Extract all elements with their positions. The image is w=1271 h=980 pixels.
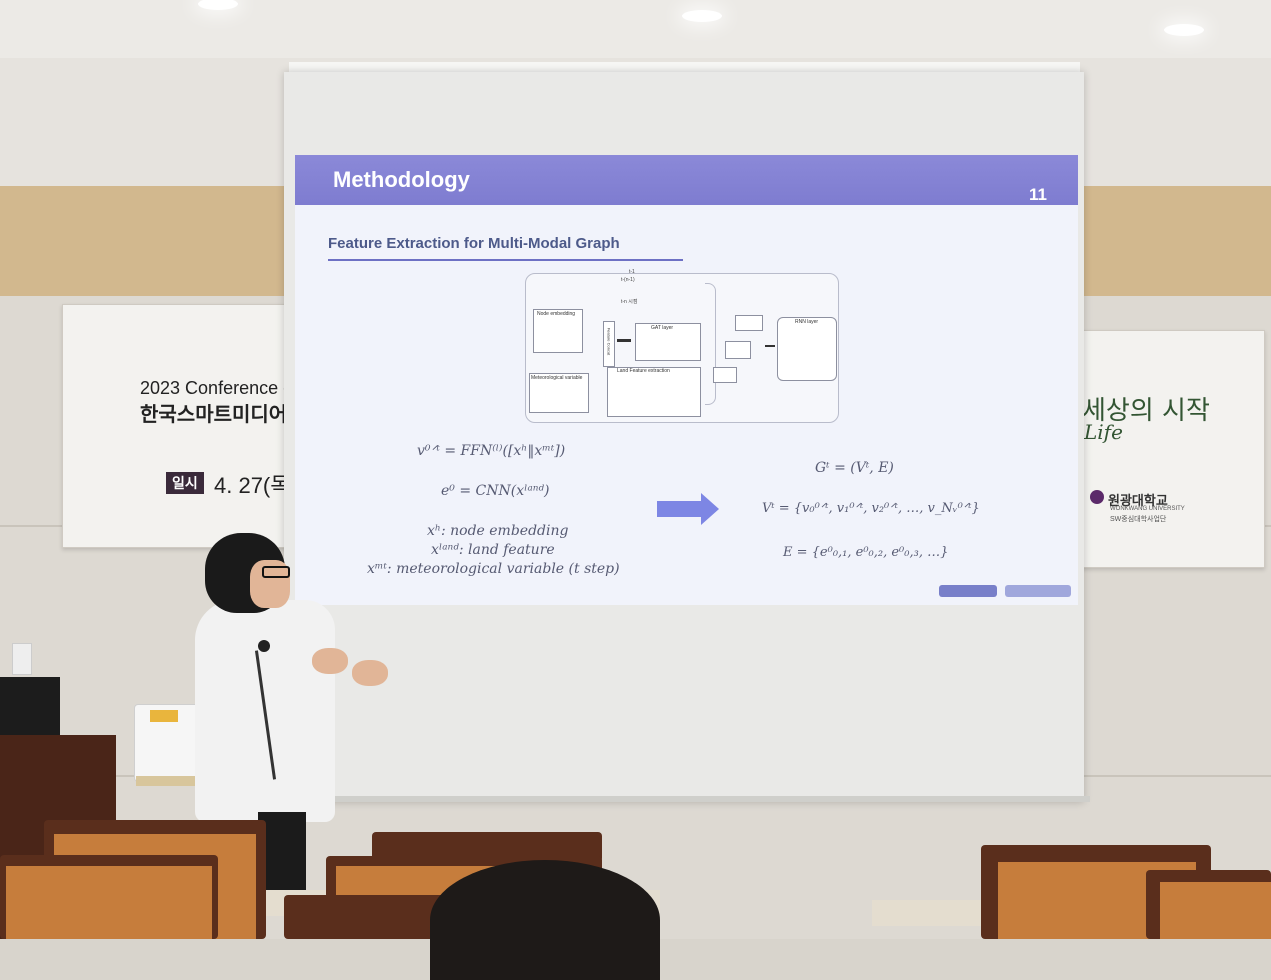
speaker-face [250, 560, 290, 608]
land-feature-box [607, 367, 701, 417]
right-arrow-head-icon [701, 493, 719, 525]
meteorological-label: Meteorological variable [531, 375, 583, 381]
university-name-en: WONKWANG UNIVERSITY [1110, 506, 1185, 512]
conference-banner-left [62, 304, 304, 548]
diagram-step-mid: t-(n-1) [621, 277, 635, 283]
speaker-hand [312, 648, 348, 674]
wall-switch [12, 643, 32, 675]
equation-node-feature: v⁰ᐟᵗ = FFN⁽ˡ⁾([xʰ‖xᵐᵗ]) [417, 443, 566, 459]
land-feature-label: Land Feature extraction [617, 368, 670, 374]
diagram-step-label: t-n 시점 [621, 299, 638, 305]
node-embedding-label: Node embedding [537, 311, 576, 317]
definition-node-embedding: xʰ: node embedding [427, 523, 569, 539]
banner-left-korean-title: 한국스마트미디어 [140, 404, 288, 426]
banner-right-slogan: 세상의 시작 [1082, 396, 1210, 426]
speaker-hand [352, 660, 388, 686]
banner-left-title: 2023 Conference o [140, 378, 294, 398]
institute-logo-icon [939, 585, 997, 597]
slide-subtitle: Feature Extraction for Multi-Modal Graph [328, 235, 620, 252]
screen-bottom-bar [284, 796, 1090, 802]
university-logo-icon [1005, 585, 1071, 597]
ceiling-light [682, 10, 722, 22]
chair-cushion [6, 866, 212, 939]
equation-edge-set: E = {e⁰₀,₁, e⁰₀,₂, e⁰₀,₃, …} [783, 545, 949, 560]
feature-concat-label: Feature Concat [606, 327, 612, 356]
diagram-arrow-icon [765, 345, 775, 347]
definition-meteorological: xᵐᵗ: meteorological variable (t step) [367, 561, 620, 577]
speaker-glasses [262, 566, 290, 578]
presentation-slide: Methodology 11 Feature Extraction for Mu… [295, 155, 1078, 605]
diagram-box-right [735, 315, 763, 331]
meteorological-box [529, 373, 589, 413]
university-logo-icon [1090, 490, 1104, 504]
speaker-pants [258, 812, 306, 892]
banner-date: 4. 27(목 [214, 473, 291, 498]
gat-layer-label: GAT layer [651, 325, 674, 331]
university-program: SW중심대학사업단 [1110, 516, 1167, 523]
equation-vertex-set: Vᵗ = {v₀⁰ᐟᵗ, v₁⁰ᐟᵗ, v₂⁰ᐟᵗ, …, v_Nᵥ⁰ᐟᵗ} [762, 501, 980, 516]
slide-page-number: 11 [1029, 185, 1047, 204]
ceiling-light [198, 0, 238, 10]
conference-banner-right [1075, 330, 1265, 568]
subtitle-underline [328, 259, 683, 261]
slide-header-bar [295, 155, 1078, 205]
rnn-layer-label: RNN layer [795, 319, 819, 325]
podium-monitor [0, 677, 60, 735]
university-name: 원광대학교 [1108, 493, 1168, 508]
diagram-arrow-icon [617, 339, 631, 342]
gat-layer-box [635, 323, 701, 361]
definition-land-feature: xˡᵃⁿᵈ: land feature [431, 542, 555, 558]
diagram-box-right [725, 341, 751, 359]
feature-concat-box [603, 321, 615, 367]
laptop-sticker [150, 710, 178, 722]
slide-title: Methodology [333, 167, 470, 192]
node-embedding-box [533, 309, 583, 353]
diagram-box-right [713, 367, 737, 383]
ceiling-light [1164, 24, 1204, 36]
equation-graph: Gᵗ = (Vᵗ, E) [815, 460, 894, 476]
rnn-layer-box [777, 317, 837, 381]
audience-chair [284, 895, 454, 939]
banner-right-slogan-en: Life [1084, 420, 1123, 444]
ceiling [0, 0, 1271, 58]
right-arrow-icon [657, 501, 703, 517]
banner-date-tag: 일시 [166, 472, 204, 494]
equation-edge-feature: e⁰ = CNN(xˡᵃⁿᵈ) [441, 483, 550, 499]
chair-cushion [1160, 882, 1271, 939]
microphone-icon [258, 640, 270, 652]
diagram-stack-frame [705, 283, 716, 405]
audience-member-head [430, 860, 660, 980]
diagram-step-top: t-1 [629, 269, 635, 275]
